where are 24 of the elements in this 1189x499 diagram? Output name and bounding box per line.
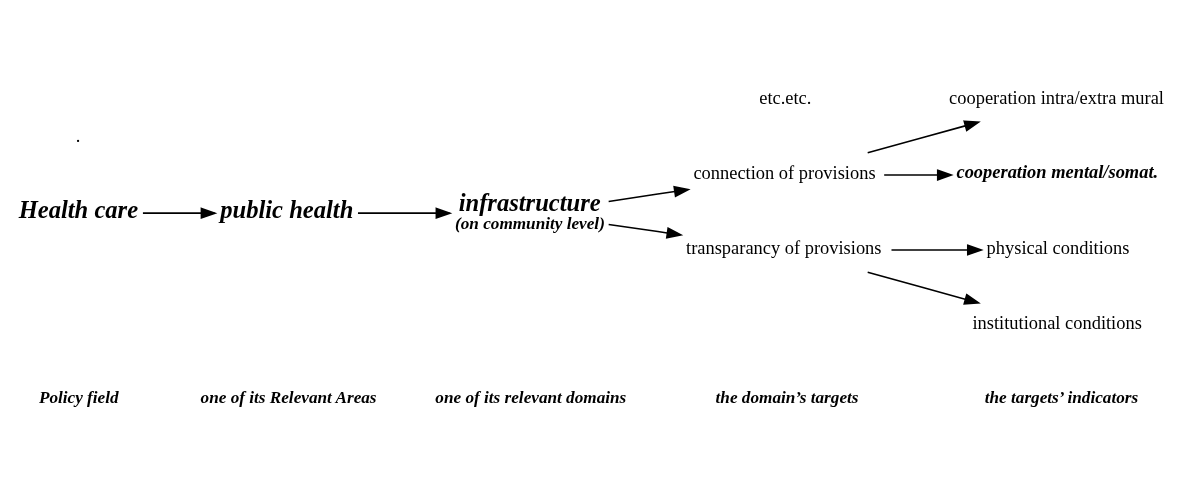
arrow (866, 270, 981, 305)
node-text: connection of provisions (693, 162, 876, 183)
label: etc.etc. (759, 87, 812, 108)
node-text: transparancy of provisions (686, 237, 882, 258)
label: . (75, 125, 81, 146)
label: Policy field (38, 387, 119, 407)
label: one of its relevant domains (435, 387, 627, 407)
node-text: cooperation intra/extra mural (949, 87, 1164, 108)
label: the domain’s targets (715, 387, 859, 407)
arrow (357, 206, 453, 219)
label: one of its Relevant Areas (200, 387, 377, 407)
node-text: physical conditions (986, 237, 1130, 258)
label: the targets’ indicators (984, 387, 1139, 407)
arrow (607, 223, 684, 239)
node-text: Health care (18, 195, 139, 223)
arrow (890, 243, 984, 256)
arrow (607, 185, 691, 202)
node-text: public health (220, 195, 354, 223)
node-text: institutional conditions (972, 312, 1142, 333)
arrow (142, 206, 218, 219)
node-text: cooperation mental/somat. (956, 161, 1159, 182)
arrow (866, 119, 981, 154)
node-text: infrastructure (on community level) (454, 188, 605, 233)
arrow (883, 168, 954, 181)
